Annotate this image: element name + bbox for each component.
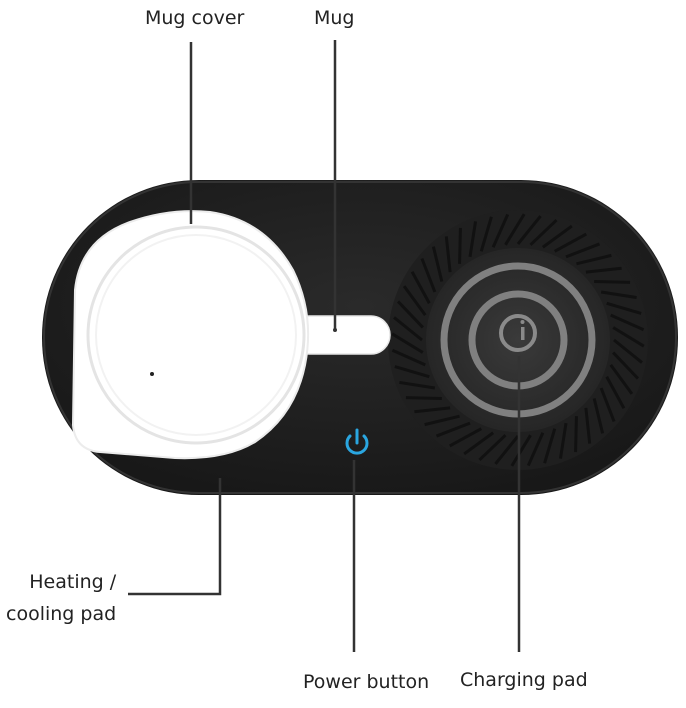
vent-fin (424, 414, 460, 427)
vent-fin (529, 218, 558, 246)
vent-fin (516, 215, 542, 245)
vent-fin (592, 398, 605, 434)
label-power-button: Power button (303, 671, 430, 693)
vent-fin (565, 242, 601, 259)
vent-fin (613, 338, 643, 364)
vent-fin (478, 434, 507, 462)
vent-fin (399, 380, 436, 390)
vent-fin (543, 428, 557, 464)
heating-pad-callout (128, 478, 222, 596)
power-icon[interactable] (345, 428, 369, 455)
vent-fin (606, 301, 642, 315)
vent-fin (449, 427, 482, 448)
vent-fin (431, 246, 444, 282)
vent-fin (612, 351, 640, 380)
vent-fin (541, 224, 573, 249)
vent-fin (444, 236, 452, 273)
label-heating-cooling-pad: Heating / cooling pad (6, 566, 116, 630)
vent-fin (468, 221, 478, 258)
vent-fin (396, 300, 424, 329)
vent-fin (402, 285, 427, 317)
vent-fin (610, 313, 645, 332)
callout-lines (128, 40, 521, 652)
vent-fin (414, 406, 451, 414)
vent-fin (554, 232, 587, 253)
vent-fin (463, 431, 495, 456)
vent-fin (491, 213, 510, 248)
vent-fin (458, 227, 462, 264)
vent-fin (420, 257, 437, 293)
vent-fin (394, 365, 430, 379)
vent-fin (584, 407, 592, 444)
vent-fin (605, 376, 626, 409)
label-heating-line2: cooling pad (6, 603, 117, 625)
vent-fin (558, 422, 568, 459)
vent-fin (594, 280, 631, 284)
vent-fin (576, 253, 612, 266)
vent-fin (393, 316, 423, 342)
vent-fin (410, 271, 431, 304)
vent-fin (574, 416, 578, 453)
vent-fin (526, 432, 545, 467)
vent-fin (391, 348, 426, 367)
vent-fin (600, 290, 637, 300)
label-heating-line1: Heating / (29, 571, 117, 593)
label-mug-cover: Mug cover (145, 7, 245, 29)
vent-fin (612, 326, 645, 348)
vent-fin (599, 387, 616, 423)
vent-fin (479, 216, 493, 252)
vent-fin (391, 332, 424, 354)
vent-fin (435, 421, 471, 438)
qi-logo-icon (499, 314, 537, 352)
vent-fin (510, 434, 532, 467)
mug-cover (86, 225, 306, 445)
vent-fin (405, 396, 442, 400)
vent-fin (609, 363, 634, 395)
vent-fin (494, 435, 520, 465)
vent-fin (585, 266, 622, 274)
label-mug: Mug (314, 7, 355, 29)
vent-fin (504, 213, 526, 246)
label-charging-pad: Charging pad (460, 669, 588, 691)
mug (71, 210, 310, 460)
